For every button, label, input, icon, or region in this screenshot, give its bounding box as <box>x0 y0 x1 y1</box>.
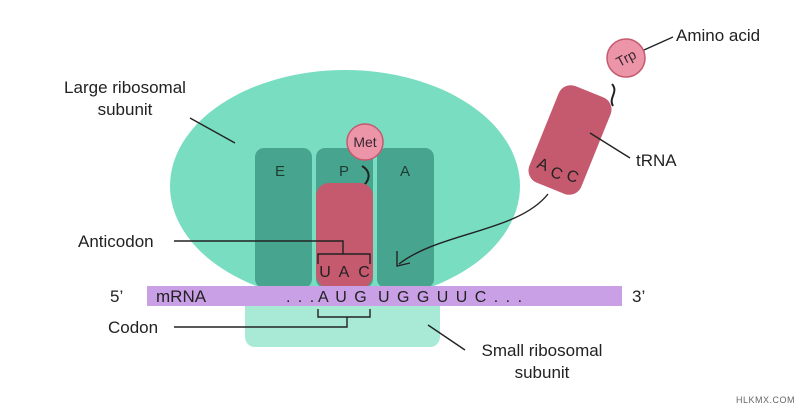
bound-trna <box>316 183 373 288</box>
codon-label: Codon <box>108 318 158 337</box>
trp-amino-acid <box>606 38 646 78</box>
codon-leader <box>174 317 348 328</box>
anticodon-bracket <box>317 253 371 264</box>
codon-bracket <box>317 309 371 318</box>
small-subunit-label-line1: Small ribosomal <box>482 341 603 360</box>
met-label: Met <box>353 134 376 150</box>
large-subunit-leader <box>189 117 236 144</box>
met-amino-acid <box>346 123 384 161</box>
anticodon-nt-1: U <box>319 264 331 281</box>
incoming-trna: A C C <box>528 85 612 195</box>
incoming-arrow <box>398 193 549 265</box>
small-subunit-leader <box>427 324 466 351</box>
p-site-label: P <box>339 163 349 180</box>
amino-acid-label: Amino acid <box>676 26 760 45</box>
trna-label: tRNA <box>636 151 677 170</box>
large-subunit-label-line1: Large ribosomal <box>64 78 186 97</box>
anticodon-nt-2: A <box>339 264 350 281</box>
mrna-codon: A U G <box>318 289 368 306</box>
anticodon-nt-3: C <box>358 264 370 281</box>
amino-acid-leader <box>643 36 674 51</box>
incoming-trna-body <box>528 85 612 195</box>
mrna-rest: U G G U U C . . . <box>378 289 524 306</box>
large-subunit-label-line2: subunit <box>98 100 153 119</box>
three-prime-label: 3’ <box>632 287 645 306</box>
trp-linker <box>610 83 616 107</box>
anticodon-leader <box>174 240 344 254</box>
five-prime-label: 5’ <box>110 287 123 306</box>
anticodon-label: Anticodon <box>78 232 154 251</box>
a-site <box>377 148 434 288</box>
incoming-arrowhead <box>396 251 411 267</box>
e-site-label: E <box>275 163 285 180</box>
a-site-label: A <box>400 163 410 180</box>
e-site <box>255 148 312 288</box>
mrna-strand <box>147 286 622 306</box>
mrna-leading-dots: . . . <box>286 289 316 306</box>
watermark: HLKMX.COM <box>736 395 795 405</box>
trna-leader <box>589 132 631 159</box>
mrna-label: mRNA <box>156 287 207 306</box>
small-subunit-label-line2: subunit <box>515 363 570 382</box>
